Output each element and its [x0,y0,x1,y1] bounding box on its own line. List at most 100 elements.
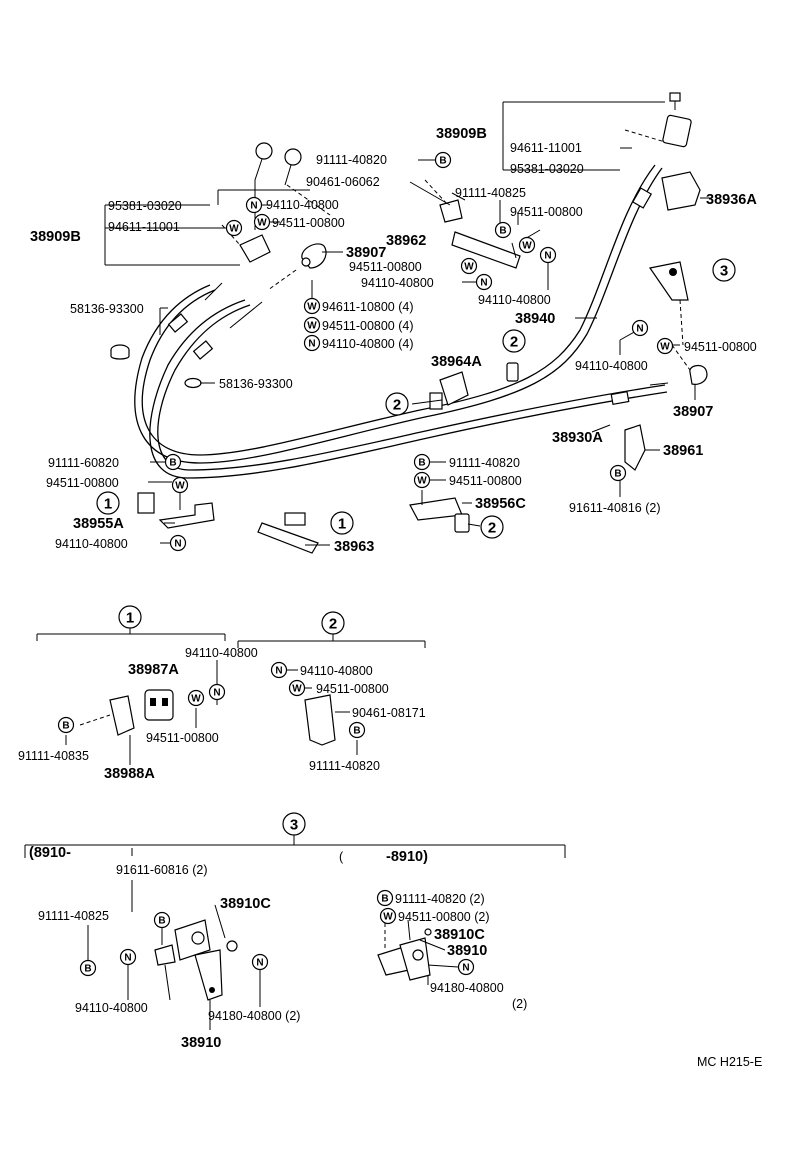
label-38962: 38962 [386,233,426,249]
washer-marker: W [225,219,243,237]
callout-2: 2 [502,329,526,353]
label-94511-00800-top: 94511-00800 [510,205,583,219]
section-2-parts [287,669,358,755]
part-38956C [409,497,470,533]
nut-marker: N [245,196,263,214]
bolt-marker: B [79,959,97,977]
section-2-labels: 94110-40800 94511-00800 90461-08171 9111… [300,664,426,773]
section-1-labels: 94110-40800 38987A 94511-00800 91111-408… [18,646,258,782]
washer-marker: W [187,689,205,707]
svg-text:N: N [174,539,181,550]
label-s3-94110-40800: 94110-40800 [75,1001,148,1015]
nut-marker: N [457,958,475,976]
label-58136-93300-b: 58136-93300 [219,377,293,391]
svg-text:W: W [307,302,317,313]
svg-text:W: W [464,262,474,273]
part-38907-a [267,243,327,291]
label-91111-40825-top: 91111-40825 [455,186,526,200]
part-38963 [257,512,319,554]
svg-text:W: W [417,476,427,487]
label-s1-38987A: 38987A [128,662,179,678]
bolt-marker: B [413,453,431,471]
nut-marker: N [303,334,321,352]
svg-text:B: B [169,458,176,469]
label-s3-91111-40825: 91111-40825 [38,909,109,923]
svg-text:W: W [660,342,670,353]
svg-text:N: N [275,666,282,677]
svg-text:W: W [292,684,302,695]
label-38907-b: 38907 [673,404,713,420]
label-s1-91111-40835: 91111-40835 [18,749,89,763]
callouts: 3 2 2 1 1 2 1 2 3 [96,258,736,836]
label-s3-91111-40820-2: 91111-40820 (2) [395,892,485,906]
label-94110-40800-c: 94110-40800 [478,293,551,307]
label-s3-94180-40800-a: 94180-40800 (2) [208,1009,300,1023]
svg-text:B: B [418,458,425,469]
label-91111-60820: 91111-60820 [48,456,119,470]
svg-text:1: 1 [126,610,134,627]
label-94611-11001-left: 94611-11001 [108,220,180,234]
bolt-marker: B [434,151,452,169]
nut-marker: N [208,683,226,701]
label-94110-40800-d: 94110-40800 [575,359,648,373]
bolt-marker: B [164,453,182,471]
label-s3-38910-b: 38910 [447,943,487,959]
label-s3-range-right: -8910) [386,849,428,865]
part-38955A [137,492,215,529]
bolt-marker: B [494,221,512,239]
svg-text:N: N [124,953,131,964]
label-s3-range-left: (8910- [29,845,71,861]
svg-text:W: W [383,912,393,923]
bolt-marker: B [609,464,627,482]
label-94511-00800-e: 94511-00800 [46,476,119,490]
svg-text:N: N [462,963,469,974]
label-s1-38988A: 38988A [104,766,155,782]
label-38909B-left: 38909B [30,229,81,245]
svg-text:B: B [499,226,506,237]
part-clip-2-top [506,362,519,382]
bolt-marker: B [153,911,171,929]
label-s3-38910-a: 38910 [181,1035,221,1051]
label-s1-94110-40800: 94110-40800 [185,646,258,660]
section-3-right-parts [377,919,459,985]
label-58136-93300-a: 58136-93300 [70,302,144,316]
label-s2-94511-00800: 94511-00800 [316,682,389,696]
svg-text:1: 1 [104,496,112,513]
leader-lines [104,101,712,546]
part-labels: 38909B 94611-11001 95381-03020 38936A 91… [30,126,757,555]
callout-1: 1 [118,605,142,629]
nut-marker: N [119,948,137,966]
svg-text:3: 3 [720,263,728,280]
cable-38940 [134,164,663,464]
nut-marker: N [251,953,269,971]
washer-marker: W [656,337,674,355]
label-38940: 38940 [515,311,555,327]
part-58136-93300-a [110,344,130,360]
svg-text:B: B [84,964,91,975]
part-58136-93300-b [184,377,202,389]
label-38955A: 38955A [73,516,124,532]
section-3-bracket [24,835,566,858]
washer-marker: W [379,907,397,925]
part-38936A [661,171,701,211]
svg-text:B: B [439,156,446,167]
label-38930A: 38930A [552,430,603,446]
label-91111-40820-mid: 91111-40820 [449,456,520,470]
label-94611-11001-right: 94611-11001 [510,141,582,155]
label-94110-40800-a: 94110-40800 [266,198,339,212]
nut-marker: N [475,273,493,291]
svg-text:N: N [480,278,487,289]
section-2-bracket [237,634,426,648]
nut-marker: N [539,246,557,264]
label-s3-94180-40800-b: 94180-40800 [430,981,504,995]
label-91611-40816: 91611-40816 (2) [569,501,661,515]
washer-marker: W [171,476,189,494]
svg-text:N: N [308,339,315,350]
nut-marker: N [631,319,649,337]
svg-text:2: 2 [488,520,496,537]
label-s3-94180-40800-b-qty: (2) [512,997,527,1011]
svg-text:B: B [614,469,621,480]
svg-text:N: N [636,324,643,335]
svg-text:B: B [158,916,165,927]
